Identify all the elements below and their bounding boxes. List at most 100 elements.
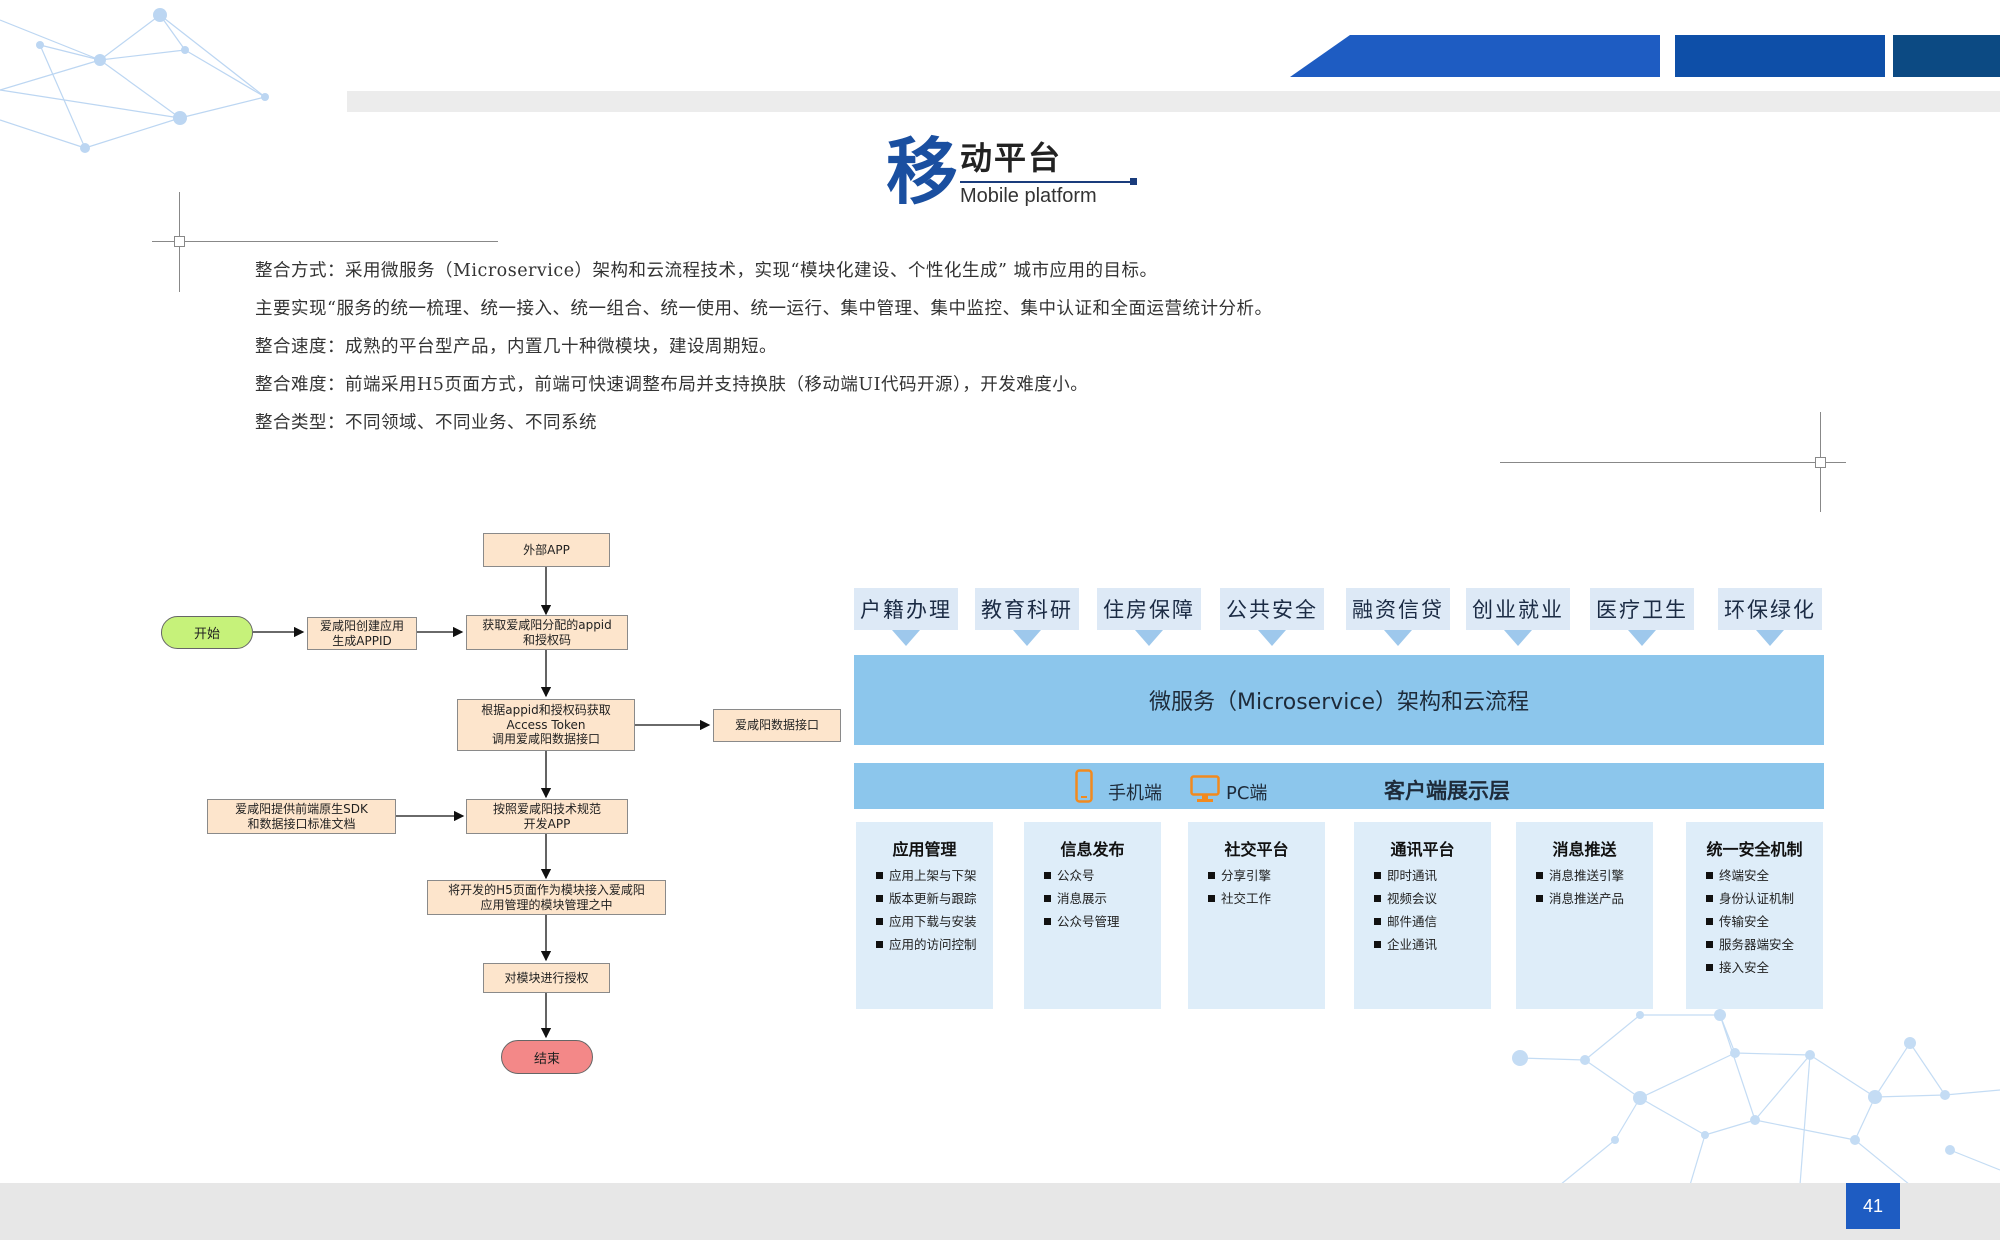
- flow-create-app-line1: 爱咸阳创建应用: [319, 619, 404, 634]
- module-item: 服务器端安全: [1706, 933, 1794, 956]
- category-label: 医疗卫生: [1596, 598, 1688, 622]
- category-label: 创业就业: [1472, 598, 1564, 622]
- module-title: 信息发布: [1060, 840, 1125, 859]
- module-item: 应用上架与下架: [876, 864, 977, 887]
- category-arrow: [1628, 630, 1656, 646]
- module-item: 分享引擎: [1208, 864, 1271, 887]
- module-items: 消息推送引擎 消息推送产品: [1536, 864, 1624, 910]
- header-blue-band: [1290, 35, 1660, 77]
- category-household: 户籍办理: [854, 588, 958, 630]
- flow-get-token-line1: 根据appid和授权码获取: [481, 703, 611, 718]
- module-item: 企业通讯: [1374, 933, 1437, 956]
- module-items: 即时通讯 视频会议 邮件通信 企业通讯: [1374, 864, 1437, 956]
- flow-get-appid-line2: 和授权码: [522, 632, 571, 647]
- module-item: 消息推送产品: [1536, 887, 1624, 910]
- flow-external-app: 外部APP: [483, 533, 610, 567]
- module-item: 公众号管理: [1044, 910, 1120, 933]
- title-text: 动平台: [960, 139, 1063, 177]
- module-item: 公众号: [1044, 864, 1120, 887]
- flow-end-label: 结束: [533, 1051, 560, 1067]
- flow-sdk-docs-line1: 爱咸阳提供前端原生SDK: [235, 802, 368, 817]
- flow-get-token-line2: Access Token: [506, 717, 586, 732]
- flow-develop-app-line1: 按照爱咸阳技术规范: [492, 802, 601, 817]
- category-label: 户籍办理: [860, 598, 952, 622]
- microservice-layer: 微服务（Microservice）架构和云流程: [854, 655, 1824, 745]
- network-decoration-top-left: [0, 8, 269, 153]
- client-phone-label: 手机端: [1108, 783, 1162, 804]
- module-item: 邮件通信: [1374, 910, 1437, 933]
- module-items: 公众号 消息展示 公众号管理: [1044, 864, 1120, 933]
- category-arrow: [1384, 630, 1412, 646]
- category-label: 教育科研: [981, 598, 1073, 622]
- module-info-publish: 信息发布 公众号 消息展示 公众号管理: [1024, 822, 1161, 1009]
- module-communication: 通讯平台 即时通讯 视频会议 邮件通信 企业通讯: [1354, 822, 1491, 1009]
- flow-start-label: 开始: [193, 627, 220, 642]
- module-title: 统一安全机制: [1706, 840, 1803, 859]
- flow-start: 开始: [161, 616, 253, 649]
- module-push-notification: 消息推送 消息推送引擎 消息推送产品: [1516, 822, 1653, 1009]
- module-title: 通讯平台: [1390, 840, 1455, 859]
- crosshair-marker: [174, 236, 185, 247]
- footer-bar: [0, 1183, 2000, 1240]
- flow-h5-module-line2: 应用管理的模块管理之中: [480, 897, 613, 912]
- header-grey-band: [347, 91, 2000, 112]
- module-item: 应用下载与安装: [876, 910, 977, 933]
- flow-data-api: 爱咸阳数据接口: [713, 709, 841, 742]
- flowchart-connectors: [253, 567, 711, 1039]
- module-item: 消息推送引擎: [1536, 864, 1624, 887]
- module-item: 应用的访问控制: [876, 933, 977, 956]
- category-arrow: [892, 630, 920, 646]
- paragraph-integration-method: 整合方式：采用微服务（Microservice）架构和云流程技术，实现“模块化建…: [255, 261, 1158, 281]
- title-initial-char: 移: [886, 129, 959, 214]
- flow-develop-app-line2: 开发APP: [523, 816, 571, 831]
- flow-get-appid-line1: 获取爱咸阳分配的appid: [482, 618, 612, 633]
- category-arrow: [1135, 630, 1163, 646]
- flow-authorize: 对模块进行授权: [483, 963, 610, 993]
- category-label: 环保绿化: [1724, 598, 1816, 622]
- flow-create-app: 爱咸阳创建应用 生成APPID: [307, 617, 417, 650]
- client-pc-label: PC端: [1226, 783, 1268, 804]
- module-item: 传输安全: [1706, 910, 1794, 933]
- crosshair-line: [152, 241, 498, 242]
- header-blue-band-3: [1893, 35, 2000, 77]
- module-title: 社交平台: [1224, 840, 1289, 859]
- microservice-label: 微服务（Microservice）架构和云流程: [1148, 690, 1530, 715]
- client-layer-bar: [854, 763, 1824, 809]
- module-item: 消息展示: [1044, 887, 1120, 910]
- category-housing: 住房保障: [1097, 588, 1201, 630]
- module-items: 分享引擎 社交工作: [1208, 864, 1271, 910]
- category-healthcare: 医疗卫生: [1590, 588, 1694, 630]
- paragraph-integration-type: 整合类型：不同领域、不同业务、不同系统: [255, 413, 597, 433]
- title-underline: [960, 181, 1136, 183]
- crosshair-marker: [1815, 457, 1826, 468]
- category-arrow: [1756, 630, 1784, 646]
- category-education: 教育科研: [975, 588, 1079, 630]
- paragraph-integration-difficulty: 整合难度：前端采用H5页面方式，前端可快速调整布局并支持换肤（移动端UI代码开源…: [255, 375, 1089, 395]
- title-english: Mobile platform: [960, 185, 1097, 207]
- module-items: 应用上架与下架 版本更新与跟踪 应用下载与安装 应用的访问控制: [876, 864, 977, 956]
- module-item: 即时通讯: [1374, 864, 1437, 887]
- pc-monitor-icon: [1190, 775, 1220, 802]
- flow-external-app-label: 外部APP: [523, 542, 570, 557]
- header-blue-band-2: [1675, 35, 1885, 77]
- module-items: 终端安全 身份认证机制 传输安全 服务器端安全 接入安全: [1706, 864, 1794, 979]
- category-label: 融资信贷: [1352, 598, 1444, 622]
- flow-h5-module-line1: 将开发的H5页面作为模块接入爱咸阳: [448, 883, 645, 898]
- flow-get-token-line3: 调用爱咸阳数据接口: [491, 732, 600, 747]
- category-arrow: [1504, 630, 1532, 646]
- category-label: 公共安全: [1226, 598, 1318, 622]
- paragraph-main-goals: 主要实现“服务的统一梳理、统一接入、统一组合、统一使用、统一运行、集中管理、集中…: [255, 299, 1273, 319]
- flow-create-app-line2: 生成APPID: [332, 633, 392, 648]
- flow-h5-module: 将开发的H5页面作为模块接入爱咸阳 应用管理的模块管理之中: [427, 880, 666, 915]
- module-item: 身份认证机制: [1706, 887, 1794, 910]
- flow-sdk-docs-line2: 和数据接口标准文档: [247, 816, 356, 831]
- module-social-platform: 社交平台 分享引擎 社交工作: [1188, 822, 1325, 1009]
- module-item: 视频会议: [1374, 887, 1437, 910]
- flow-authorize-label: 对模块进行授权: [504, 970, 589, 985]
- network-decoration-bottom-right: [1512, 1009, 2000, 1185]
- page-number: 41: [1846, 1183, 1900, 1229]
- module-item: 接入安全: [1706, 956, 1794, 979]
- module-app-management: 应用管理 应用上架与下架 版本更新与跟踪 应用下载与安装 应用的访问控制: [856, 822, 993, 1009]
- phone-icon: [1075, 769, 1093, 803]
- flow-sdk-docs: 爱咸阳提供前端原生SDK 和数据接口标准文档: [207, 799, 396, 834]
